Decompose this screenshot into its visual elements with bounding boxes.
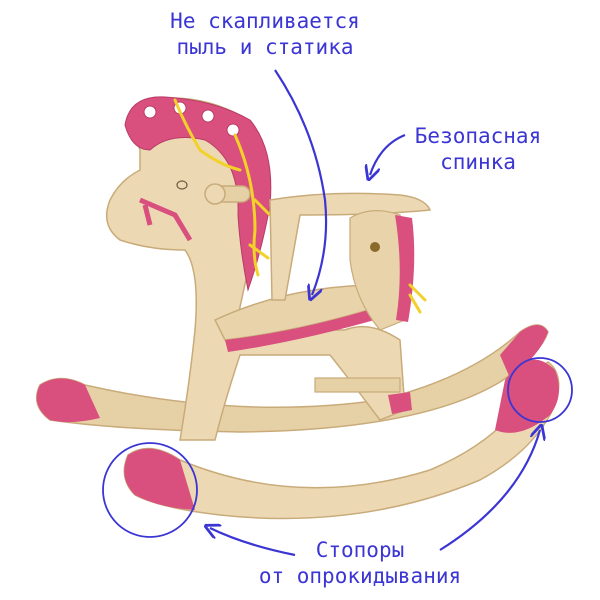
annotation-safe-backrest: Безопасная спинка [398,123,558,175]
rocker-back-pink-tip-right [500,325,548,378]
rocker-front-pink-tip-left [124,448,195,510]
backrest-cord [408,283,427,314]
arrow-dust-to-seat [274,69,328,295]
mane-lacing-cord [173,98,272,277]
annotation-dust-line2: пыль и статика [176,35,354,59]
backrest-hole [370,242,380,252]
stopper-highlight-left [102,442,198,538]
annotation-dust-static: Не скапливается пыль и статика [150,8,380,60]
arrow-to-right-stopper [439,430,540,551]
annotation-back-line2: спинка [440,150,516,174]
cross-bar [314,377,401,393]
horse-bridle [139,197,193,242]
arrow-to-left-stopper [210,528,296,557]
rocker-back-pink-tip-left [36,378,100,423]
annotation-stop-line2: от опрокидывания [258,564,462,588]
horse-mane [124,96,272,292]
rear-leg-pink [388,392,412,414]
arrow-to-backrest [370,133,406,175]
mane-holes [143,101,240,137]
horse-eye [176,180,188,190]
annotation-stop-line1: Стопоры [315,538,405,562]
backrest [269,192,432,301]
seat-pink-edge [225,300,402,352]
annotation-dust-line1: Не скапливается [170,9,360,33]
annotation-back-line1: Безопасная [414,124,542,148]
annotation-anti-tip-stoppers: Стопоры от опрокидывания [215,537,505,589]
handle-knob [204,183,226,205]
rocker-front [123,361,560,520]
